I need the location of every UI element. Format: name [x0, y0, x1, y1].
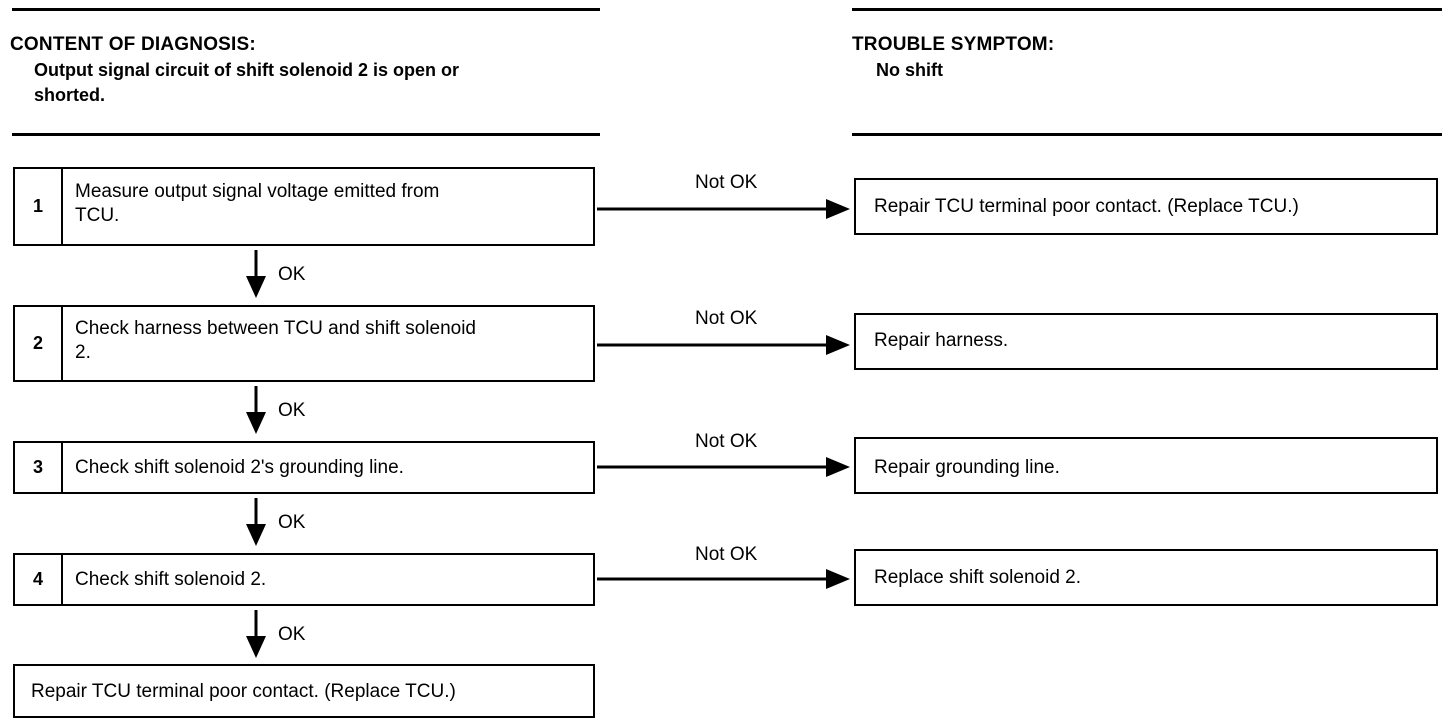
step-box-1: 1 Measure output signal voltage emitted … — [13, 167, 595, 246]
step-number: 3 — [15, 443, 63, 492]
result-text: Repair harness. — [874, 330, 1009, 351]
step-text-line2: 2. — [75, 342, 91, 363]
result-box-3: Repair grounding line. — [854, 437, 1438, 494]
content-of-diagnosis-text-line1: Output signal circuit of shift solenoid … — [34, 60, 460, 80]
step-number: 2 — [15, 307, 63, 380]
ok-label-3: OK — [278, 512, 306, 533]
ok-label-2: OK — [278, 400, 306, 421]
content-of-diagnosis-text-line2: shorted. — [34, 85, 106, 105]
result-box-2: Repair harness. — [854, 313, 1438, 370]
trouble-symptom-title: TROUBLE SYMPTOM: — [852, 34, 1055, 55]
step-text-line2: TCU. — [75, 205, 120, 226]
not-ok-arrow-2 — [597, 335, 850, 355]
not-ok-arrow-3 — [597, 457, 850, 477]
ok-label-4: OK — [278, 624, 306, 645]
not-ok-label-4: Not OK — [695, 544, 758, 565]
result-text: Repair grounding line. — [874, 457, 1060, 478]
step-number: 4 — [15, 555, 63, 604]
header-top-rule-right — [852, 8, 1442, 11]
result-box-4: Replace shift solenoid 2. — [854, 549, 1438, 606]
ok-arrow-1 — [246, 250, 266, 298]
not-ok-arrow-1 — [597, 199, 850, 219]
header-bottom-rule-right — [852, 133, 1442, 136]
step-text-line1: Measure output signal voltage emitted fr… — [75, 181, 440, 202]
trouble-symptom-text: No shift — [876, 60, 943, 80]
not-ok-label-2: Not OK — [695, 308, 758, 329]
header-top-rule-left — [12, 8, 600, 11]
not-ok-label-1: Not OK — [695, 172, 758, 193]
content-of-diagnosis-title: CONTENT OF DIAGNOSIS: — [10, 34, 256, 55]
not-ok-arrow-4 — [597, 569, 850, 589]
step-box-3: 3 Check shift solenoid 2's grounding lin… — [13, 441, 595, 494]
step-box-4: 4 Check shift solenoid 2. — [13, 553, 595, 606]
ok-arrow-3 — [246, 498, 266, 546]
result-box-1: Repair TCU terminal poor contact. (Repla… — [854, 178, 1438, 235]
result-text: Replace shift solenoid 2. — [874, 567, 1082, 588]
final-result-box: Repair TCU terminal poor contact. (Repla… — [13, 664, 595, 718]
step-text-line1: Check shift solenoid 2. — [75, 569, 267, 590]
ok-arrow-2 — [246, 386, 266, 434]
step-number: 1 — [15, 169, 63, 244]
final-result-text: Repair TCU terminal poor contact. (Repla… — [31, 681, 456, 702]
ok-label-1: OK — [278, 264, 306, 285]
result-text: Repair TCU terminal poor contact. (Repla… — [874, 196, 1299, 217]
step-box-2: 2 Check harness between TCU and shift so… — [13, 305, 595, 382]
not-ok-label-3: Not OK — [695, 431, 758, 452]
ok-arrow-4 — [246, 610, 266, 658]
header-bottom-rule-left — [12, 133, 600, 136]
step-text-line1: Check shift solenoid 2's grounding line. — [75, 457, 404, 478]
step-text-line1: Check harness between TCU and shift sole… — [75, 318, 476, 339]
